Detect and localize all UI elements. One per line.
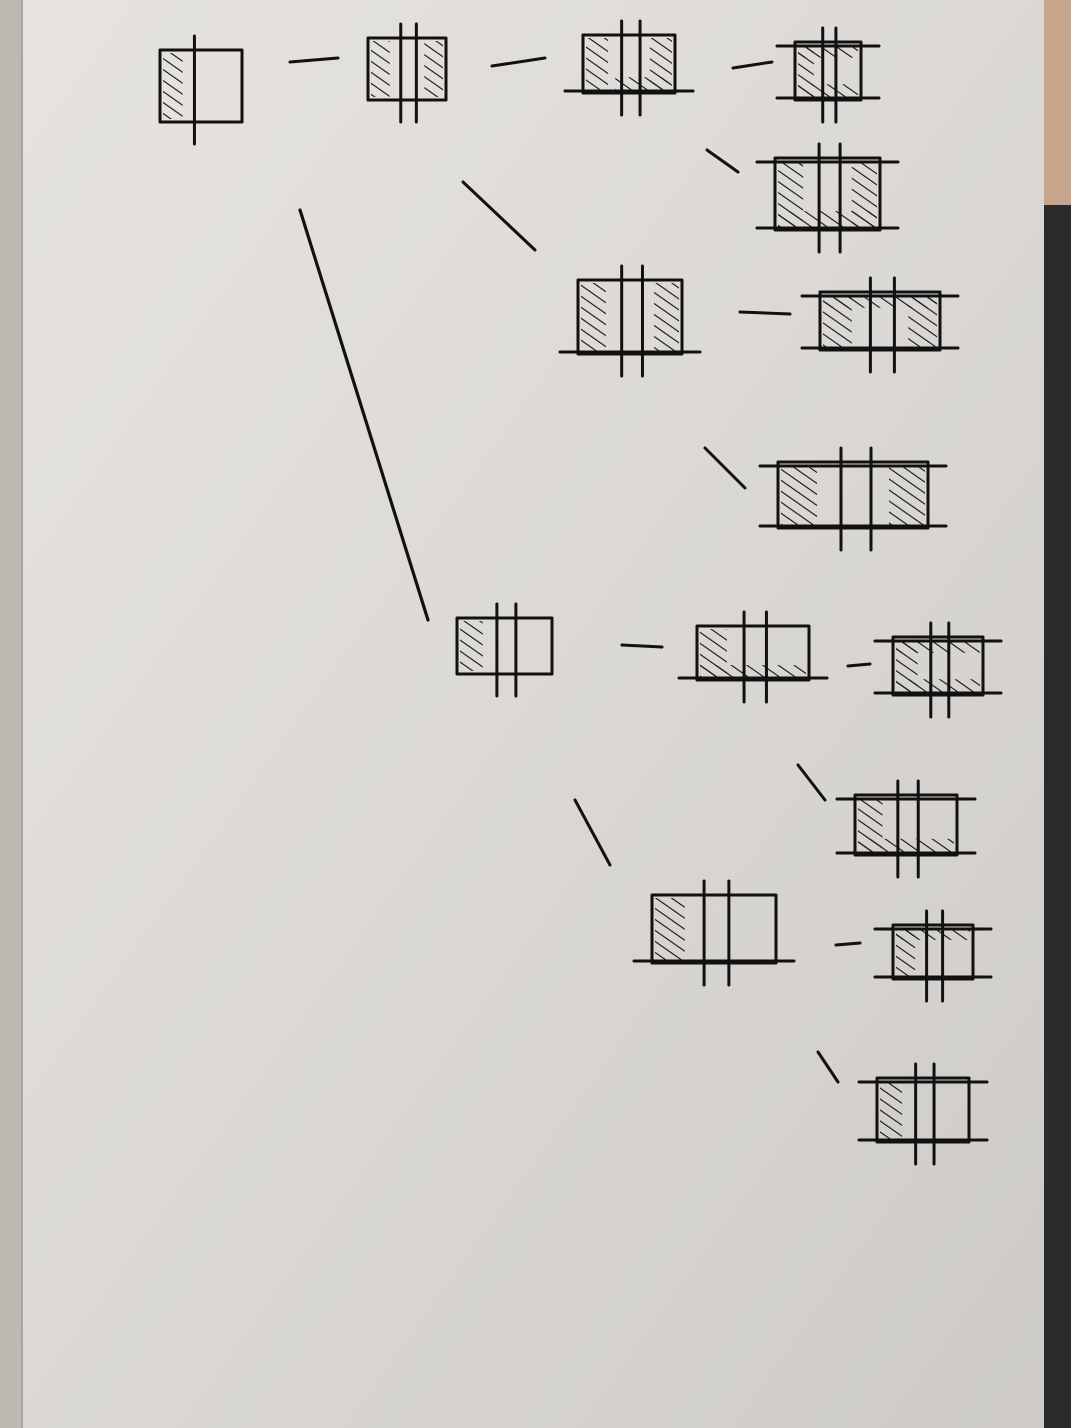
edge-a-a-to-a-a-a xyxy=(731,60,774,70)
glyph-box xyxy=(875,1076,971,1144)
dark-edge xyxy=(1042,205,1071,1428)
hatch-left xyxy=(896,928,916,976)
hatch-left xyxy=(460,621,483,671)
edge-b-to-b-b xyxy=(573,798,612,867)
edge-a-b-to-a-b-b xyxy=(703,446,747,490)
hatch-right xyxy=(649,38,672,90)
hatch-left xyxy=(371,41,390,97)
hatch-bottom xyxy=(778,211,877,227)
edge-root-to-b xyxy=(298,208,430,622)
edge-b-a-to-b-a-b xyxy=(796,763,827,802)
edge-a-b-to-a-b-a xyxy=(738,310,792,316)
hatch-right xyxy=(889,465,925,525)
node-b-b-b xyxy=(857,1062,989,1166)
node-a-b-b xyxy=(758,446,948,552)
hatch-bottom xyxy=(858,838,954,852)
hatch-left xyxy=(781,465,817,525)
glyph-box xyxy=(455,616,554,676)
hatch-right xyxy=(424,41,443,97)
hatch-left xyxy=(798,45,814,97)
edge-a-to-a-b xyxy=(461,180,537,252)
edge-a-to-a-a xyxy=(490,56,547,68)
node-a-b xyxy=(558,264,702,378)
hatch-bottom-right xyxy=(615,77,671,90)
glyph-box xyxy=(891,923,975,981)
hatch-left xyxy=(880,1081,903,1139)
edge-b-to-b-a xyxy=(620,643,664,649)
hatch-bottom xyxy=(896,679,980,692)
glyph-box xyxy=(581,33,677,95)
edge-b-a-to-b-a-a xyxy=(846,662,872,668)
glyph-box xyxy=(776,460,930,530)
hatch-left xyxy=(586,38,609,90)
binding-shadow xyxy=(0,0,22,1428)
node-b-b-a xyxy=(873,909,993,1003)
edge-b-b-to-b-b-b xyxy=(816,1050,840,1084)
glyph-box xyxy=(773,156,882,232)
connector-lines xyxy=(288,56,872,1084)
glyph-box xyxy=(158,48,244,124)
glyph-box xyxy=(366,36,448,102)
node-a-a-b xyxy=(755,142,900,254)
node-b-b xyxy=(632,879,796,987)
hatch-left xyxy=(655,898,685,960)
edge-a-a-to-a-a-b xyxy=(705,148,740,174)
paper-shading xyxy=(20,0,1044,1428)
node-b xyxy=(455,602,554,698)
hatch-left xyxy=(581,283,606,351)
hatch-right xyxy=(654,283,679,351)
hatch-bottom xyxy=(798,84,858,97)
glyph-box xyxy=(818,290,942,352)
glyph-box xyxy=(891,635,985,697)
glyph-box xyxy=(650,893,778,965)
glyph-nodes xyxy=(158,19,1003,1166)
node-a xyxy=(366,22,448,124)
glyph-box xyxy=(695,624,811,682)
node-a-a xyxy=(563,19,695,117)
hatch-bottom xyxy=(700,665,806,677)
hatch-left xyxy=(896,640,918,692)
edge-root-to-a xyxy=(288,56,340,64)
hatch-left xyxy=(163,53,183,119)
node-a-b-a xyxy=(800,276,960,374)
node-b-a xyxy=(677,610,829,704)
hatch-top xyxy=(896,928,970,940)
node-b-a-b xyxy=(835,779,977,879)
hatch-right xyxy=(908,295,937,347)
hatch-left xyxy=(823,295,852,347)
wood-edge xyxy=(1040,0,1071,205)
glyph-box xyxy=(793,40,863,102)
edge-b-b-to-b-b-a xyxy=(834,941,862,947)
node-b-a-a xyxy=(873,621,1003,719)
glyph-box xyxy=(576,278,684,356)
node-root xyxy=(158,34,244,146)
glyph-box xyxy=(853,793,959,857)
node-a-a-a xyxy=(775,26,881,124)
